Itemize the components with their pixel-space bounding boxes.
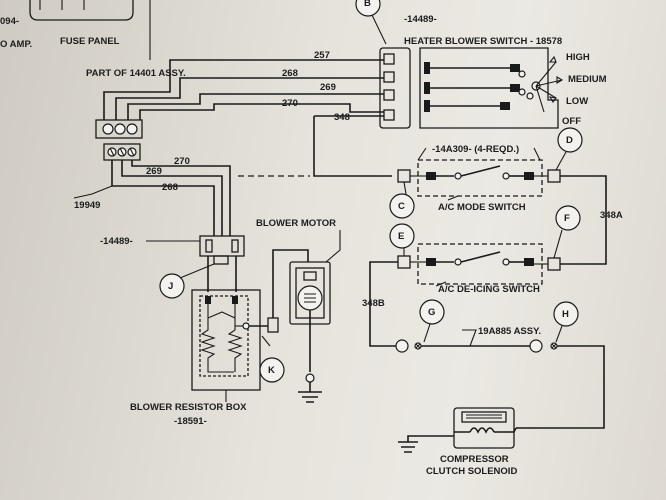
switch-ref-label: -14489- <box>404 14 437 25</box>
callout-top: B <box>355 0 387 45</box>
harness-wires-lower: 270 269 268 19949 <box>73 156 231 236</box>
resistor-num-label: -18591- <box>174 416 207 427</box>
wire-269: 269 <box>320 82 336 93</box>
blower-resistor-box: K BLOWER RESISTOR BOX -18591- <box>130 289 285 427</box>
ac-deicing-switch: E F A/C DE-ICING SWITCH <box>389 205 581 295</box>
high-label: HIGH <box>566 52 590 63</box>
ref-14489-left: -14489- <box>100 236 133 247</box>
low-label: LOW <box>566 96 588 107</box>
wire-268: 268 <box>282 68 298 79</box>
blower-motor: BLOWER MOTOR <box>256 218 341 403</box>
wire-270: 270 <box>282 98 298 109</box>
wire-269-lower: 269 <box>146 166 162 177</box>
ac-mode-label: A/C MODE SWITCH <box>438 202 526 213</box>
heater-blower-switch: -14489- HEATER BLOWER SWITCH - 18578 HIG… <box>379 14 607 129</box>
callout-j: J <box>168 281 173 292</box>
connector-j: -14489- J <box>100 235 245 299</box>
svg-text:B: B <box>364 0 371 9</box>
wire-348b: 348B <box>362 298 385 309</box>
callout-k: K <box>268 365 275 376</box>
wire-348a: 348A <box>600 210 623 221</box>
connector-14401: PART OF 14401 ASSY. <box>86 68 186 161</box>
ref-14a309: -14A309- (4-REQD.) <box>432 144 519 155</box>
medium-label: MEDIUM <box>568 74 607 85</box>
wire-257: 257 <box>314 50 330 61</box>
callout-e: E <box>398 231 404 242</box>
resistor-box-label: BLOWER RESISTOR BOX <box>130 402 247 413</box>
part-of-label: PART OF 14401 ASSY. <box>86 68 186 79</box>
wire-270-lower: 270 <box>174 156 190 167</box>
compressor-clutch-solenoid: COMPRESSOR CLUTCH SOLENOID <box>398 407 517 477</box>
callout-f: F <box>564 213 570 224</box>
callout-h: H <box>562 309 569 320</box>
heater-switch-label: HEATER BLOWER SWITCH - 18578 <box>404 36 562 47</box>
fuse-panel: 094- O AMP. FUSE PANEL <box>0 0 151 50</box>
ac-mode-switch: -14A309- (4-REQD.) C A/C MODE SWITCH D <box>389 127 583 219</box>
harness-wires-top: 257 268 269 270 348 <box>103 40 392 177</box>
wire-348b-assembly: 348B G H 19A885 ASSY. <box>362 261 605 429</box>
amp-label: O AMP. <box>0 39 32 50</box>
ac-deicing-label: A/C DE-ICING SWITCH <box>438 284 540 295</box>
callout-d: D <box>566 135 573 146</box>
compressor-label-2: CLUTCH SOLENOID <box>426 466 517 477</box>
callout-c: C <box>398 201 405 212</box>
off-label: OFF <box>562 116 581 127</box>
wire-348: 348 <box>334 112 350 123</box>
ref-19949: 19949 <box>74 200 100 211</box>
fuse-panel-label: FUSE PANEL <box>60 36 120 47</box>
wire-348a-loop: 348A <box>560 175 623 265</box>
compressor-label-1: COMPRESSOR <box>440 454 509 465</box>
blower-motor-label: BLOWER MOTOR <box>256 218 336 229</box>
callout-g: G <box>428 307 435 318</box>
assy-19a885: 19A885 ASSY. <box>478 326 541 337</box>
fuse-part-label: 094- <box>0 16 19 27</box>
wire-268-lower: 268 <box>162 182 178 193</box>
